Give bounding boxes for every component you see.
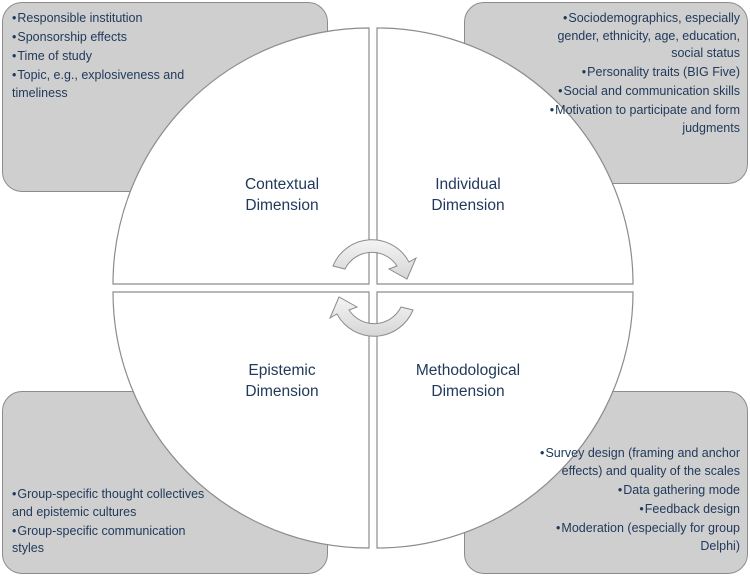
list-item: Data gathering mode [530, 482, 740, 500]
list-item: Time of study [12, 48, 212, 66]
list-item: Feedback design [530, 501, 740, 519]
list-item: Social and communication skills [540, 83, 740, 101]
methodological-dimension-title: Methodological Dimension [388, 360, 548, 402]
title-line: Dimension [245, 197, 319, 214]
cycle-arrow-bottom [328, 296, 414, 337]
title-line: Epistemic [248, 362, 316, 379]
title-line: Methodological [415, 362, 521, 379]
list-item: Group-specific thought collectives and e… [12, 486, 212, 521]
list-item: Motivation to participate and form judgm… [540, 102, 740, 137]
contextual-dimension-title: Contextual Dimension [212, 174, 352, 216]
title-line: Dimension [245, 383, 319, 400]
list-item: Personality traits (BIG Five) [540, 64, 740, 82]
list-item: Sponsorship effects [12, 29, 212, 47]
epistemic-dimension-title: Epistemic Dimension [212, 360, 352, 402]
list-item: Survey design (framing and anchor effect… [530, 445, 740, 480]
list-item: Moderation (especially for group Delphi) [530, 520, 740, 555]
contextual-quadrant [112, 27, 370, 285]
list-item: Sociodemographics, especially gender, et… [540, 10, 740, 63]
list-item: Responsible institution [12, 10, 212, 28]
contextual-factors-list: Responsible institution Sponsorship effe… [12, 10, 212, 104]
title-line: Individual [435, 176, 501, 193]
individual-factors-list: Sociodemographics, especially gender, et… [540, 10, 740, 139]
list-item: Group-specific communication styles [12, 523, 212, 558]
title-line: Contextual [244, 176, 320, 193]
title-line: Dimension [431, 383, 505, 400]
epistemic-factors-list: Group-specific thought collectives and e… [12, 486, 212, 559]
list-item: Topic, e.g., explosiveness and timelines… [12, 67, 212, 102]
title-line: Dimension [431, 197, 505, 214]
individual-dimension-title: Individual Dimension [398, 174, 538, 216]
epistemic-quadrant [112, 291, 370, 549]
methodological-factors-list: Survey design (framing and anchor effect… [530, 445, 740, 557]
cycle-arrow-top [332, 239, 418, 280]
